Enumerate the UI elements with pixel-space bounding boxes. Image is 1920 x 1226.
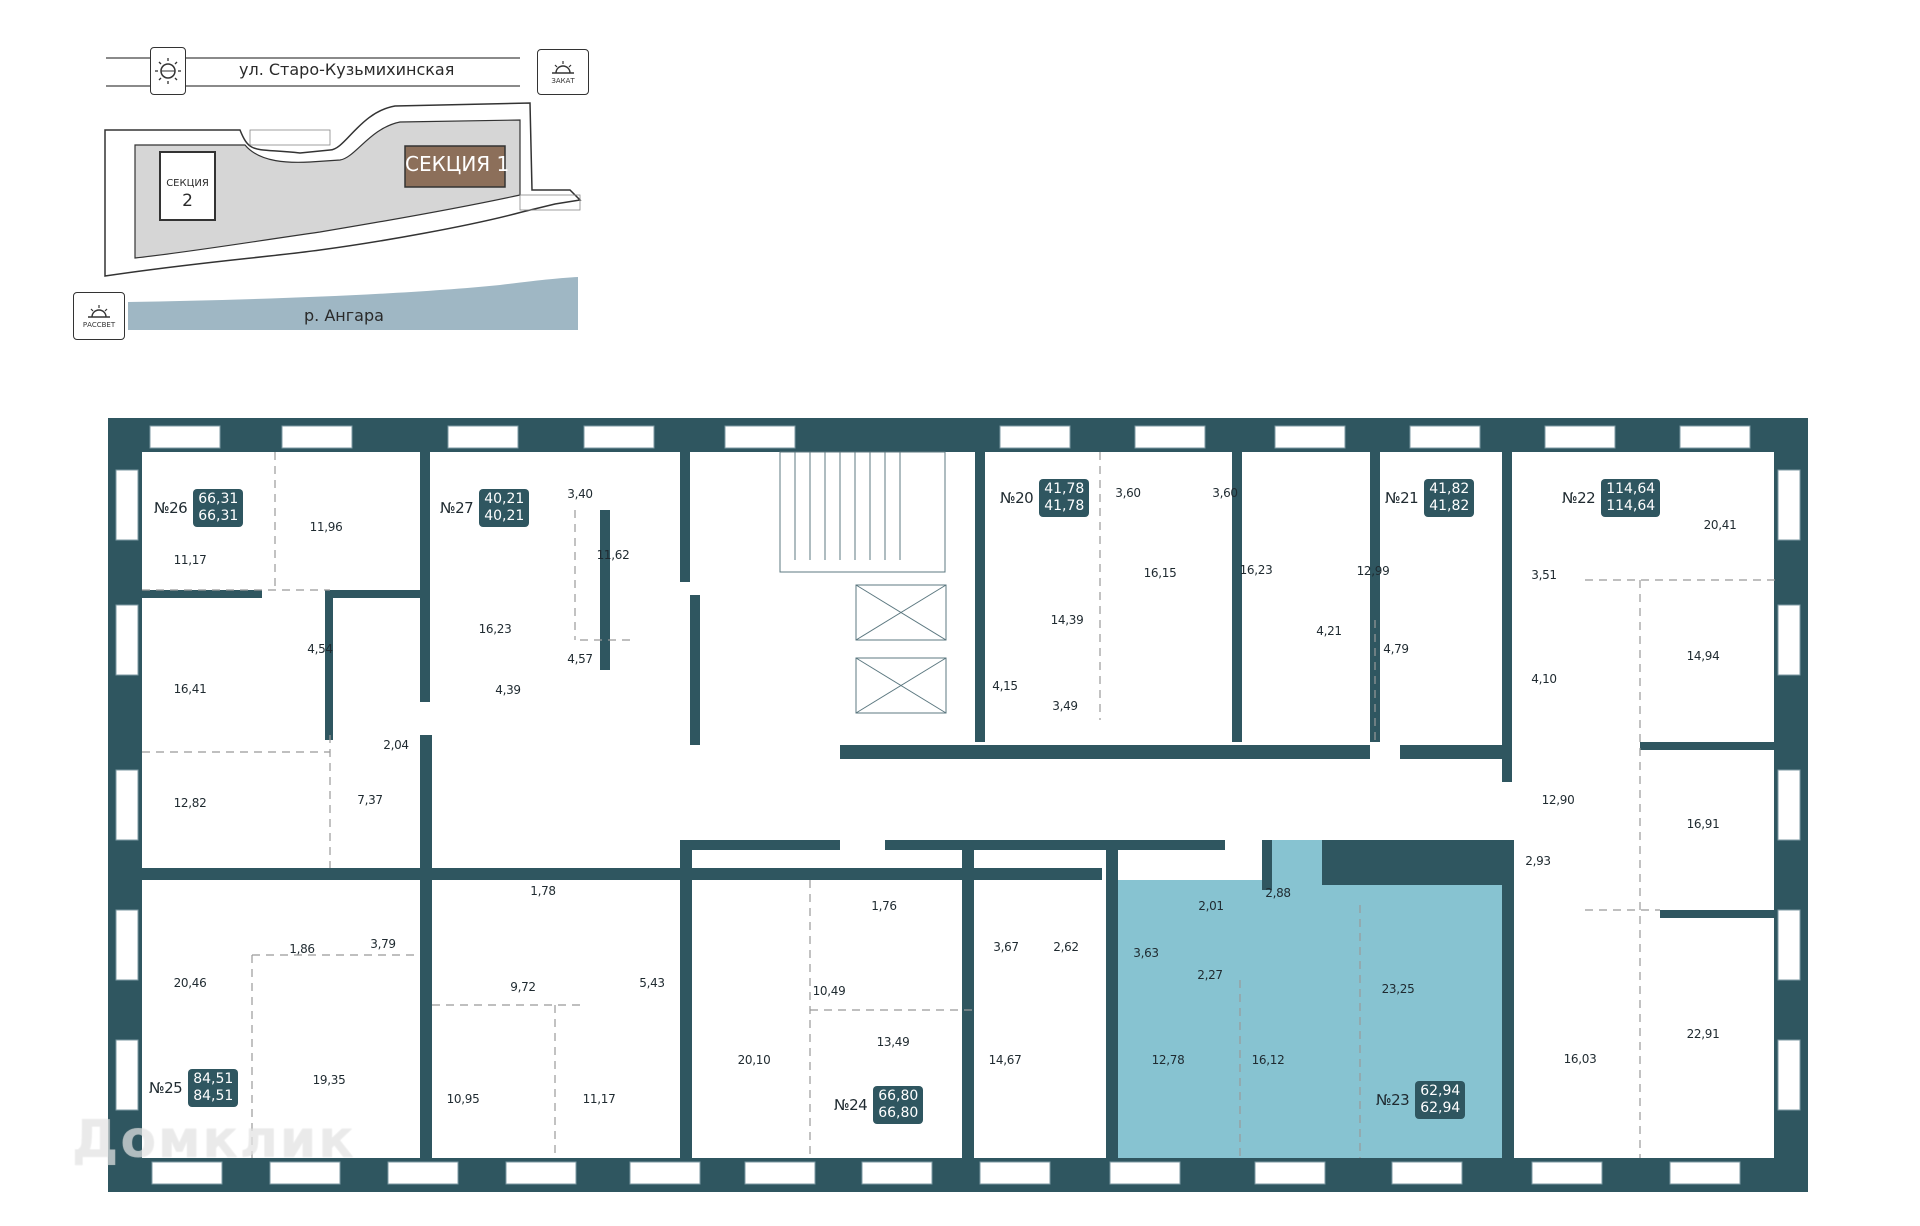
site-plan-map bbox=[104, 57, 582, 330]
room-area: 14,67 bbox=[988, 1053, 1022, 1067]
section-2-number: 2 bbox=[182, 191, 193, 211]
room-area: 1,86 bbox=[289, 942, 315, 956]
room-area: 11,17 bbox=[582, 1092, 616, 1106]
room-area: 3,60 bbox=[1115, 486, 1141, 500]
apartment-number: №24 bbox=[834, 1096, 868, 1114]
room-area: 5,43 bbox=[639, 976, 665, 990]
river-name: р. Ангара bbox=[304, 306, 384, 325]
room-area: 11,96 bbox=[309, 520, 343, 534]
room-area: 3,51 bbox=[1531, 568, 1557, 582]
room-area: 10,49 bbox=[812, 984, 846, 998]
apartment-number: №21 bbox=[1385, 489, 1419, 507]
room-area: 16,23 bbox=[1239, 563, 1273, 577]
room-area: 4,79 bbox=[1383, 642, 1409, 656]
sunrise-label: РАССВЕТ bbox=[82, 320, 116, 329]
room-area: 4,10 bbox=[1531, 672, 1557, 686]
apartment-number: №22 bbox=[1562, 489, 1596, 507]
apartment-number: №20 bbox=[1000, 489, 1034, 507]
room-area: 3,40 bbox=[567, 487, 593, 501]
room-area: 12,82 bbox=[173, 796, 207, 810]
room-area: 14,94 bbox=[1686, 649, 1720, 663]
room-area: 20,46 bbox=[173, 976, 207, 990]
sun-icon-box bbox=[150, 47, 186, 95]
section-1-label: СЕКЦИЯ 1 bbox=[405, 152, 510, 176]
domclick-watermark: Домклик bbox=[72, 1110, 356, 1170]
room-area: 1,76 bbox=[871, 899, 897, 913]
sunrise-icon bbox=[88, 304, 110, 318]
room-area: 2,88 bbox=[1265, 886, 1291, 900]
room-area: 19,35 bbox=[312, 1073, 346, 1087]
room-area: 2,27 bbox=[1197, 968, 1223, 982]
room-area: 4,39 bbox=[495, 683, 521, 697]
apartment-number: №26 bbox=[154, 499, 188, 517]
room-area: 2,62 bbox=[1053, 940, 1079, 954]
room-area: 3,67 bbox=[993, 940, 1019, 954]
sunset-label: ЗАКАТ bbox=[551, 76, 575, 85]
apartment-number: №27 bbox=[440, 499, 474, 517]
room-area: 4,57 bbox=[567, 652, 593, 666]
room-area: 16,23 bbox=[478, 622, 512, 636]
room-area: 23,25 bbox=[1381, 982, 1415, 996]
room-area: 16,41 bbox=[173, 682, 207, 696]
room-area: 10,95 bbox=[446, 1092, 480, 1106]
building-floor-plan bbox=[108, 418, 1808, 1192]
room-area: 20,10 bbox=[737, 1053, 771, 1067]
sunset-icon bbox=[552, 60, 574, 74]
room-area: 12,99 bbox=[1356, 564, 1390, 578]
room-area: 16,03 bbox=[1563, 1052, 1597, 1066]
apartment-number: №25 bbox=[149, 1079, 183, 1097]
room-area: 3,49 bbox=[1052, 699, 1078, 713]
room-area: 2,01 bbox=[1198, 899, 1224, 913]
room-area: 1,78 bbox=[530, 884, 556, 898]
street-name: ул. Старо-Кузьмихинская bbox=[239, 60, 455, 79]
room-area: 11,62 bbox=[596, 548, 630, 562]
room-area: 7,37 bbox=[357, 793, 383, 807]
room-area: 4,54 bbox=[307, 642, 333, 656]
room-area: 12,78 bbox=[1151, 1053, 1185, 1067]
room-area: 22,91 bbox=[1686, 1027, 1720, 1041]
room-area: 3,79 bbox=[370, 937, 396, 951]
sun-icon bbox=[155, 58, 181, 84]
room-area: 3,63 bbox=[1133, 946, 1159, 960]
room-area: 16,91 bbox=[1686, 817, 1720, 831]
room-area: 16,12 bbox=[1251, 1053, 1285, 1067]
room-area: 3,60 bbox=[1212, 486, 1238, 500]
sunrise-box: РАССВЕТ bbox=[73, 292, 125, 340]
room-area: 13,49 bbox=[876, 1035, 910, 1049]
room-area: 12,90 bbox=[1541, 793, 1575, 807]
sunset-box: ЗАКАТ bbox=[537, 49, 589, 95]
room-area: 4,15 bbox=[992, 679, 1018, 693]
room-area: 2,93 bbox=[1525, 854, 1551, 868]
room-area: 14,39 bbox=[1050, 613, 1084, 627]
section-2-label: СЕКЦИЯ bbox=[166, 178, 209, 189]
room-area: 16,15 bbox=[1143, 566, 1177, 580]
room-area: 11,17 bbox=[173, 553, 207, 567]
room-area: 2,04 bbox=[383, 738, 409, 752]
room-area: 4,21 bbox=[1316, 624, 1342, 638]
room-area: 20,41 bbox=[1703, 518, 1737, 532]
room-area: 9,72 bbox=[510, 980, 536, 994]
apartment-number: №23 bbox=[1376, 1091, 1410, 1109]
